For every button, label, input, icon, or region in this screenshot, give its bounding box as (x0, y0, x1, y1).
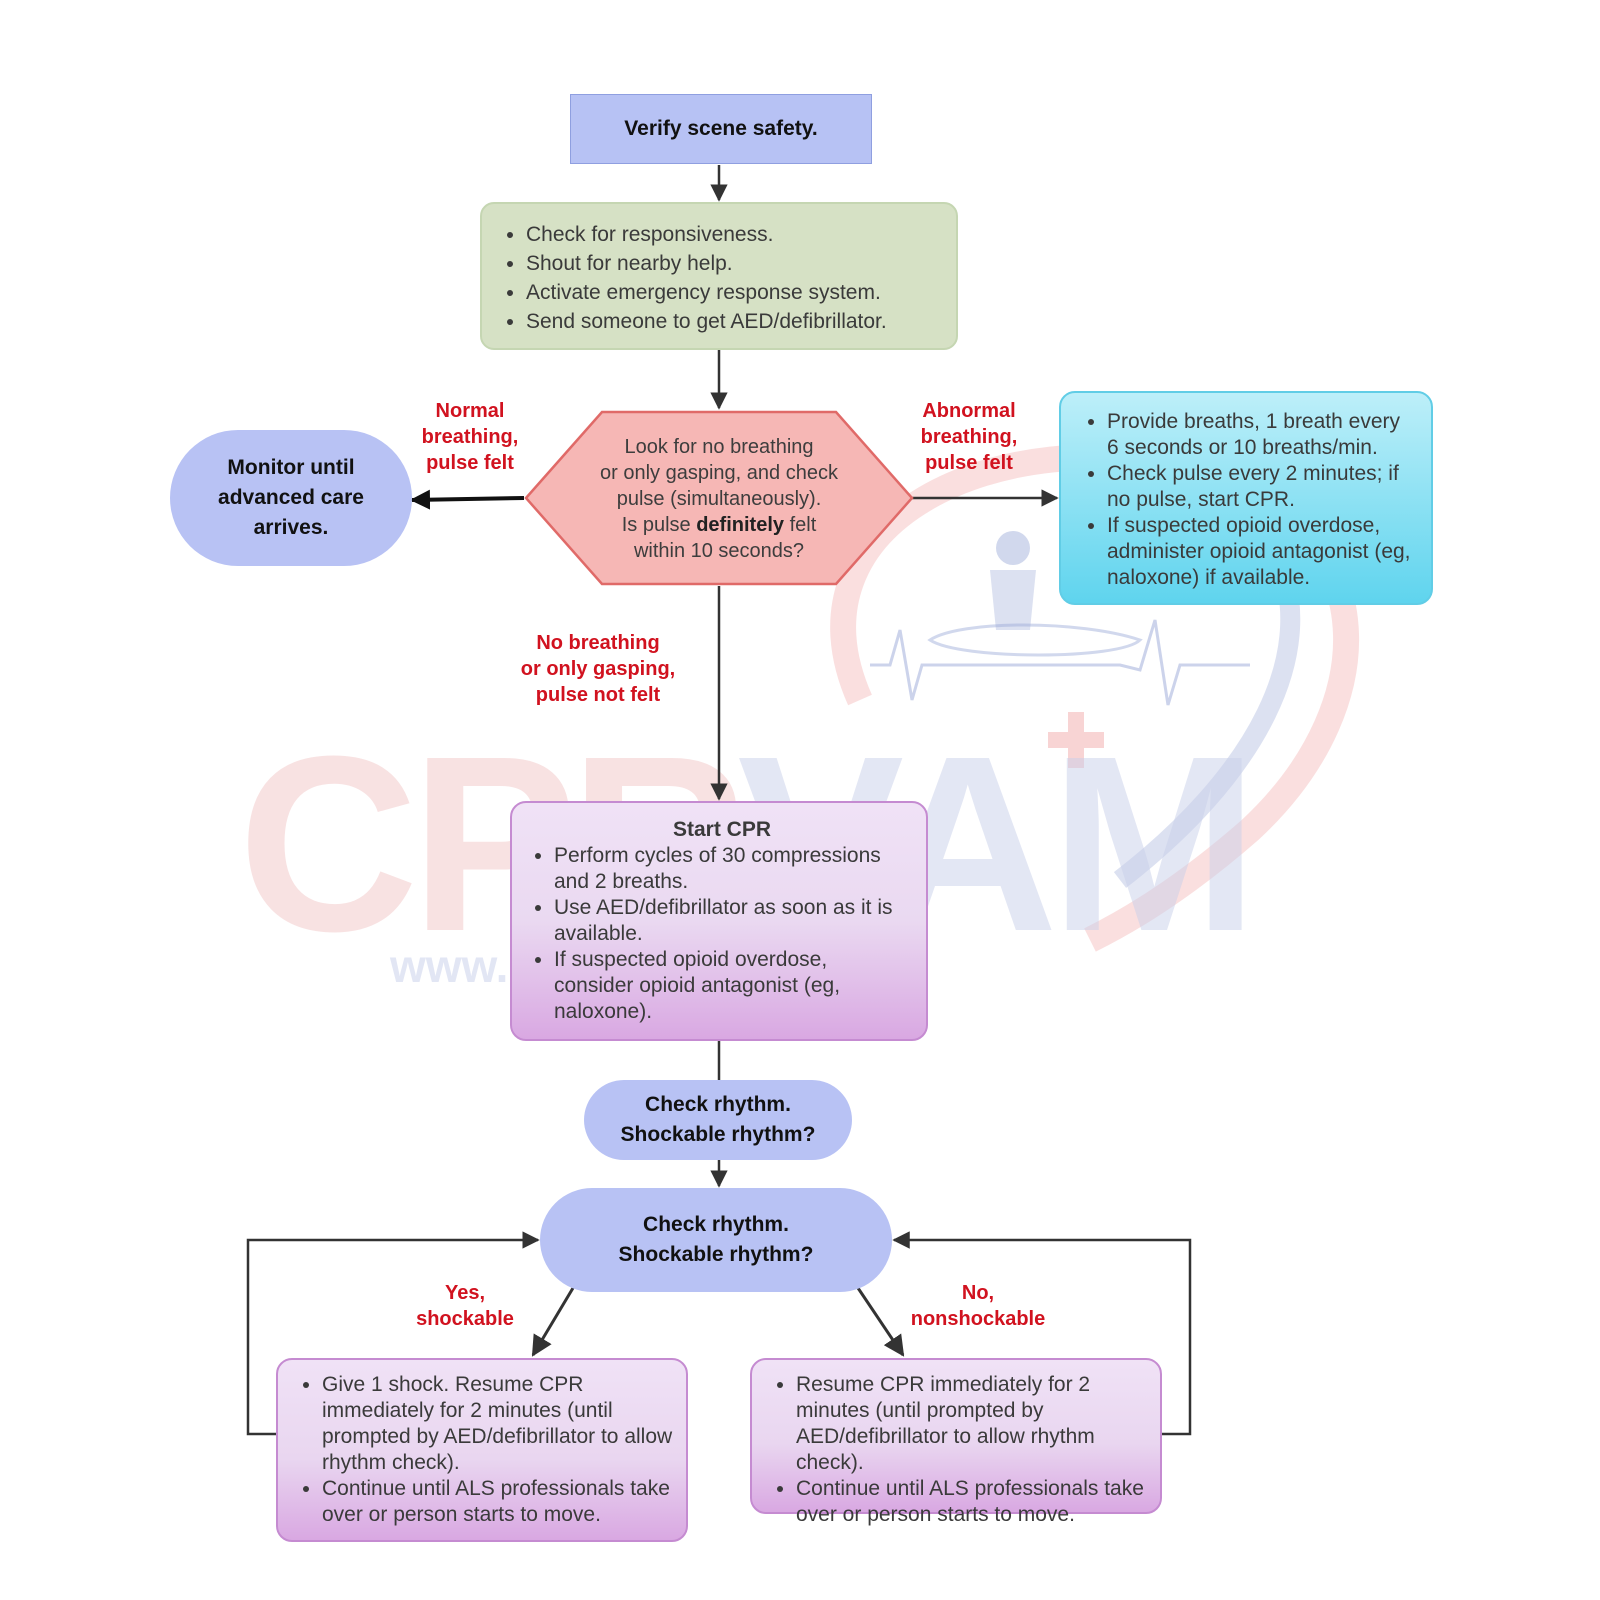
loop-shock-to-rhythm2 (246, 1231, 540, 1436)
arrow-rhythm2-to-nonshock (856, 1287, 905, 1357)
watermark-url-left: www. (389, 940, 508, 992)
label-line: Normal (435, 400, 505, 422)
watermark-figure-head (996, 531, 1030, 565)
decision-text-post: felt (784, 514, 817, 536)
breaths-item: Check pulse every 2 minutes; if no pulse… (1107, 461, 1417, 513)
label-no-nonshockable: No, nonshockable (898, 1280, 1058, 1332)
label-line: Abnormal (922, 400, 1016, 422)
cpr-item: If suspected opioid overdose, consider o… (554, 947, 912, 1025)
cpr-item: Perform cycles of 30 compressions and 2 … (554, 843, 912, 895)
watermark-plus (1048, 712, 1104, 768)
nonshockable-actions-list: Resume CPR immediately for 2 minutes (un… (774, 1372, 1148, 1528)
verify-scene-safety-text: Verify scene safety. (624, 117, 818, 140)
decision-line: Is pulse definitely felt (564, 512, 874, 538)
initial-checks-box: Check for responsiveness. Shout for near… (480, 202, 958, 350)
check-rhythm-box-2: Check rhythm. Shockable rhythm? (540, 1188, 892, 1292)
decision-text-pre: Is pulse (621, 514, 697, 536)
shockable-actions-list: Give 1 shock. Resume CPR immediately for… (300, 1372, 674, 1528)
nonshock-item: Continue until ALS professionals take ov… (796, 1476, 1148, 1528)
nonshock-item: Resume CPR immediately for 2 minutes (un… (796, 1372, 1148, 1476)
label-line: shockable (416, 1308, 514, 1330)
label-line: or only gasping, (520, 658, 676, 680)
label-normal-breathing: Normal breathing, pulse felt (400, 398, 540, 476)
label-line: No breathing (536, 632, 660, 654)
start-cpr-list: Perform cycles of 30 compressions and 2 … (532, 843, 912, 1025)
start-cpr-title: Start CPR (672, 818, 772, 841)
label-line: pulse not felt (535, 684, 661, 706)
decision-text-emphasis: definitely (696, 514, 785, 536)
rhythm-line: Check rhythm. (643, 1213, 789, 1236)
label-yes-shockable: Yes, shockable (400, 1280, 530, 1332)
label-abnormal-breathing: Abnormal breathing, pulse felt (894, 398, 1044, 476)
arrow-look-to-monitor (410, 489, 525, 510)
rhythm-line: Check rhythm. (645, 1093, 791, 1116)
provide-breaths-box: Provide breaths, 1 breath every 6 second… (1059, 391, 1433, 605)
assess-breathing-pulse-decision: Look for no breathing or only gasping, a… (524, 410, 914, 586)
check-item: Check for responsiveness. (526, 220, 940, 249)
rhythm-line: Shockable rhythm? (618, 1243, 814, 1266)
shock-item: Continue until ALS professionals take ov… (322, 1476, 674, 1528)
check-item: Shout for nearby help. (526, 249, 940, 278)
decision-hexagon-shape (524, 410, 914, 586)
decision-line: Look for no breathing (624, 436, 814, 458)
decision-line: pulse (simultaneously). (616, 488, 822, 510)
decision-line: within 10 seconds? (633, 540, 805, 562)
monitor-until-care-box: Monitor until advanced care arrives. (170, 430, 412, 566)
label-no-breathing: No breathing or only gasping, pulse not … (498, 630, 698, 708)
label-line: No, (961, 1282, 995, 1304)
watermark-figure-body (990, 570, 1036, 630)
arrow-rhythm2-to-shock (531, 1287, 575, 1357)
label-line: breathing, (421, 426, 519, 448)
provide-breaths-list: Provide breaths, 1 breath every 6 second… (1085, 409, 1417, 591)
watermark-patient (927, 623, 1143, 657)
label-line: nonshockable (910, 1308, 1046, 1330)
label-line: Yes, (444, 1282, 486, 1304)
monitor-line: Monitor until (227, 456, 355, 479)
check-rhythm-box-1: Check rhythm. Shockable rhythm? (584, 1080, 852, 1160)
check-item: Activate emergency response system. (526, 278, 940, 307)
decision-line: or only gasping, and check (600, 462, 838, 484)
label-line: breathing, (920, 426, 1018, 448)
cpr-item: Use AED/defibrillator as soon as it is a… (554, 895, 912, 947)
monitor-line: arrives. (253, 516, 329, 539)
shockable-actions-box: Give 1 shock. Resume CPR immediately for… (276, 1358, 688, 1542)
watermark-heartbeat-line (870, 619, 1250, 706)
shock-item: Give 1 shock. Resume CPR immediately for… (322, 1372, 674, 1476)
start-cpr-box: Start CPR Perform cycles of 30 compressi… (510, 801, 928, 1041)
label-line: pulse felt (925, 452, 1013, 474)
rhythm-line: Shockable rhythm? (620, 1123, 816, 1146)
breaths-item: If suspected opioid overdose, administer… (1107, 513, 1417, 591)
verify-scene-safety-box: Verify scene safety. (570, 94, 872, 164)
decision-text: Look for no breathing or only gasping, a… (564, 434, 874, 564)
monitor-line: advanced care (218, 486, 364, 509)
loop-nonshock-to-rhythm2 (892, 1231, 1192, 1436)
breaths-item: Provide breaths, 1 breath every 6 second… (1107, 409, 1417, 461)
label-line: pulse felt (426, 452, 514, 474)
check-item: Send someone to get AED/defibrillator. (526, 307, 940, 336)
initial-checks-list: Check for responsiveness. Shout for near… (504, 220, 940, 336)
nonshockable-actions-box: Resume CPR immediately for 2 minutes (un… (750, 1358, 1162, 1526)
